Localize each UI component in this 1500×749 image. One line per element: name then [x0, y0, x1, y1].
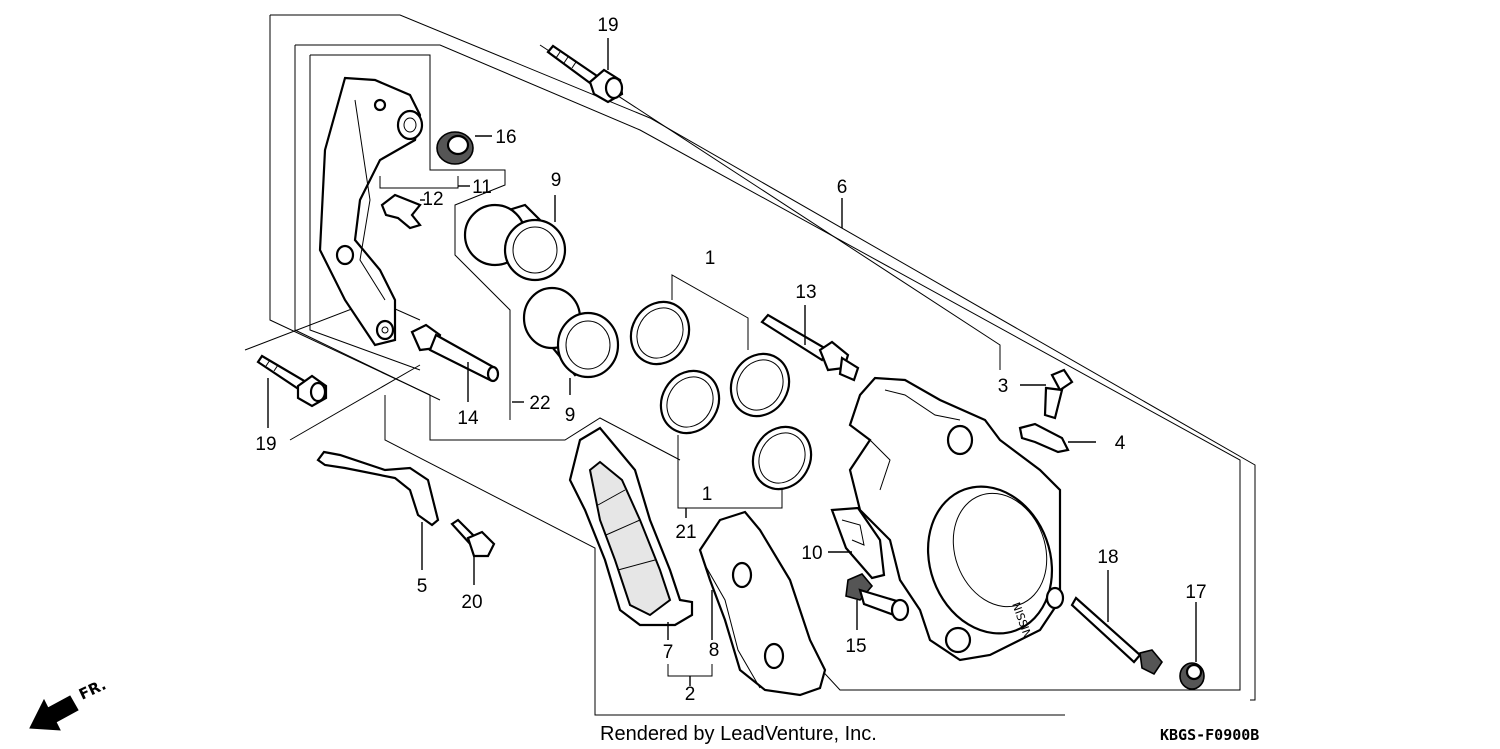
- part-17-plug: [1179, 602, 1205, 690]
- render-credit: Rendered by LeadVenture, Inc.: [600, 723, 877, 745]
- label-11: 11: [472, 177, 492, 198]
- label-9-bottom: 9: [565, 405, 576, 426]
- part-9-pistons: [463, 195, 620, 395]
- label-19-top: 19: [597, 15, 618, 36]
- label-21: 21: [675, 522, 696, 543]
- label-20: 20: [461, 592, 482, 613]
- label-19-left: 19: [255, 434, 276, 455]
- label-9-top: 9: [551, 170, 562, 191]
- drawing-code: KBGS-F0900B: [1160, 726, 1259, 744]
- label-8: 8: [709, 640, 720, 661]
- label-14: 14: [457, 408, 479, 429]
- part-2-bracket: [667, 664, 713, 686]
- label-13: 13: [795, 282, 816, 303]
- label-16: 16: [495, 127, 516, 148]
- part-5-pad-spring: [316, 450, 440, 570]
- part-13-pin: [760, 305, 860, 382]
- part-18-pin: [1070, 570, 1163, 676]
- label-22: 22: [529, 393, 550, 414]
- part-14-pin: [410, 323, 500, 402]
- part-8-brake-pad: [698, 510, 827, 697]
- label-5: 5: [417, 576, 428, 597]
- part-19-top-bolt: [546, 38, 624, 104]
- label-1-top: 1: [705, 248, 716, 269]
- label-1-bottom: 1: [702, 484, 713, 505]
- part-12-clip: [380, 193, 425, 230]
- part-3-bleeder: [1020, 368, 1074, 420]
- part-7-brake-pad: [568, 426, 694, 640]
- label-2: 2: [685, 684, 696, 705]
- label-15: 15: [845, 636, 866, 657]
- part-19-left-bolt: [256, 354, 328, 428]
- front-direction-indicator: FR.: [29, 676, 109, 731]
- part-20-bolt: [450, 518, 496, 585]
- label-17: 17: [1185, 582, 1206, 603]
- group-frames: [244, 14, 1256, 716]
- label-3: 3: [998, 376, 1009, 397]
- part-10-shim: [828, 506, 886, 580]
- label-18: 18: [1097, 547, 1118, 568]
- front-arrow-icon: [29, 695, 79, 731]
- part-4-cap: [1018, 422, 1096, 454]
- callout-labels: 19 16 11 12 9 6 1 13 3 22 14 9 4 19 1 21…: [255, 15, 1206, 705]
- label-10: 10: [801, 543, 822, 564]
- part-1-seals: [629, 274, 813, 509]
- part-11-leader: [379, 176, 470, 189]
- label-12: 12: [422, 189, 443, 210]
- part-15-pin: [845, 573, 910, 630]
- label-7: 7: [663, 642, 674, 663]
- label-6: 6: [837, 177, 848, 198]
- caliper-bracket: [318, 76, 424, 347]
- label-4: 4: [1115, 433, 1126, 454]
- part-16-boot: [436, 131, 492, 165]
- front-label: FR.: [76, 676, 109, 704]
- caliper-body: NISSIN: [848, 376, 1065, 662]
